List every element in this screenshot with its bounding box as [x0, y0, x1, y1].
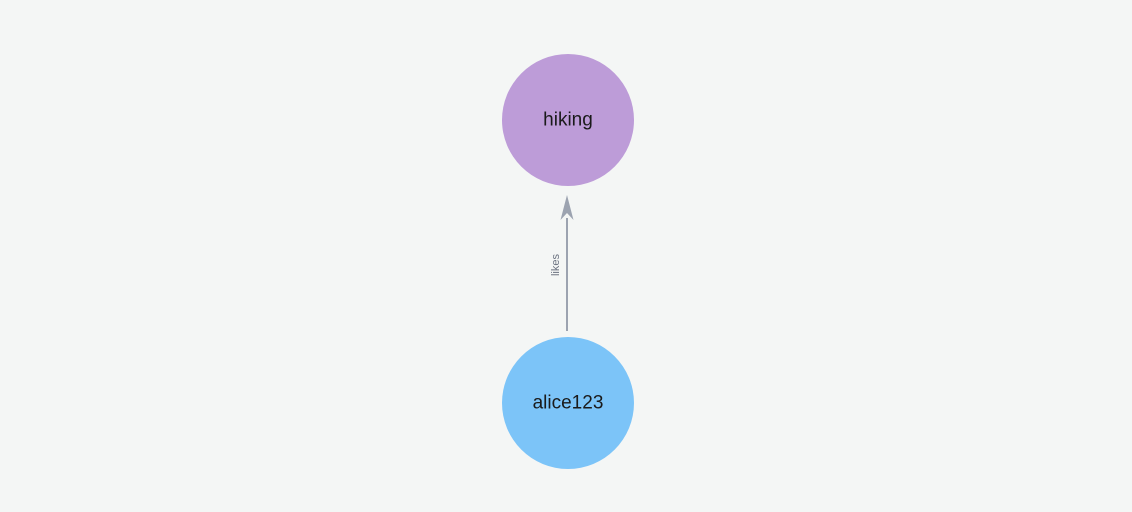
graph-node-alice123[interactable]: alice123: [502, 337, 634, 469]
graph-node-hiking[interactable]: hiking: [502, 54, 634, 186]
graph-edge-likes[interactable]: likes: [550, 195, 574, 331]
edge-layer: likes: [550, 195, 574, 331]
node-circle-hiking[interactable]: [502, 54, 634, 186]
arrow-head-icon: [560, 195, 574, 220]
edge-label-likes: likes: [550, 254, 562, 277]
node-circle-alice123[interactable]: [502, 337, 634, 469]
node-layer: hiking alice123: [502, 54, 634, 469]
